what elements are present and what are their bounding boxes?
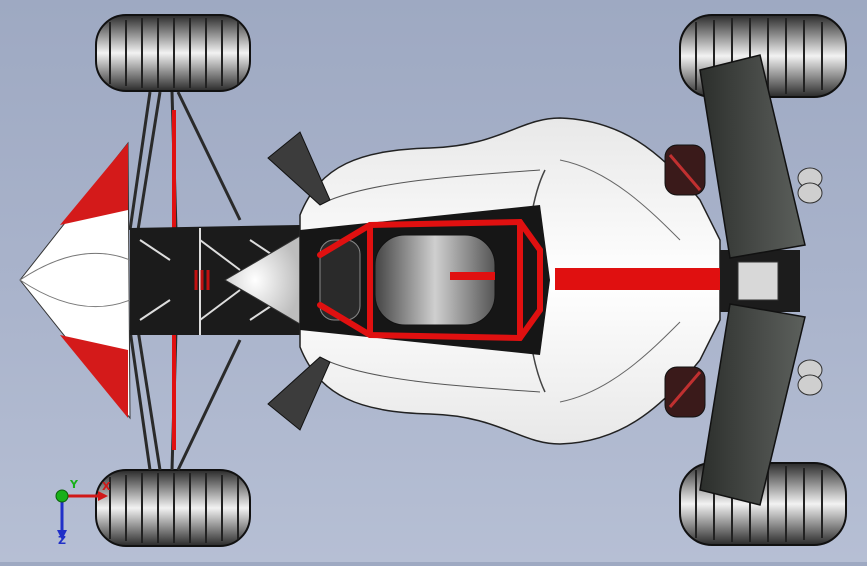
z-axis-label: Z [58,534,66,547]
mirror-right [267,356,331,431]
rear-wing-right [699,303,806,506]
rear-engine [720,250,800,312]
triad-axes-icon [55,489,108,540]
nose-cone [19,141,131,420]
exhaust-pipes [797,167,823,396]
chassis-frame [130,225,301,335]
air-intake-bottom [664,366,706,418]
x-axis-label: X [102,480,111,493]
cockpit [300,205,550,355]
rear-wing-left [699,54,806,259]
engine-stripe [555,268,720,290]
coordinate-triad: X Y Z [40,478,120,548]
tire-front-right [95,469,251,547]
mirror-left [267,131,331,206]
y-axis-dot [55,489,69,503]
air-intake-top [664,144,706,196]
y-axis-label: Y [70,478,78,491]
tire-front-left [95,14,251,92]
